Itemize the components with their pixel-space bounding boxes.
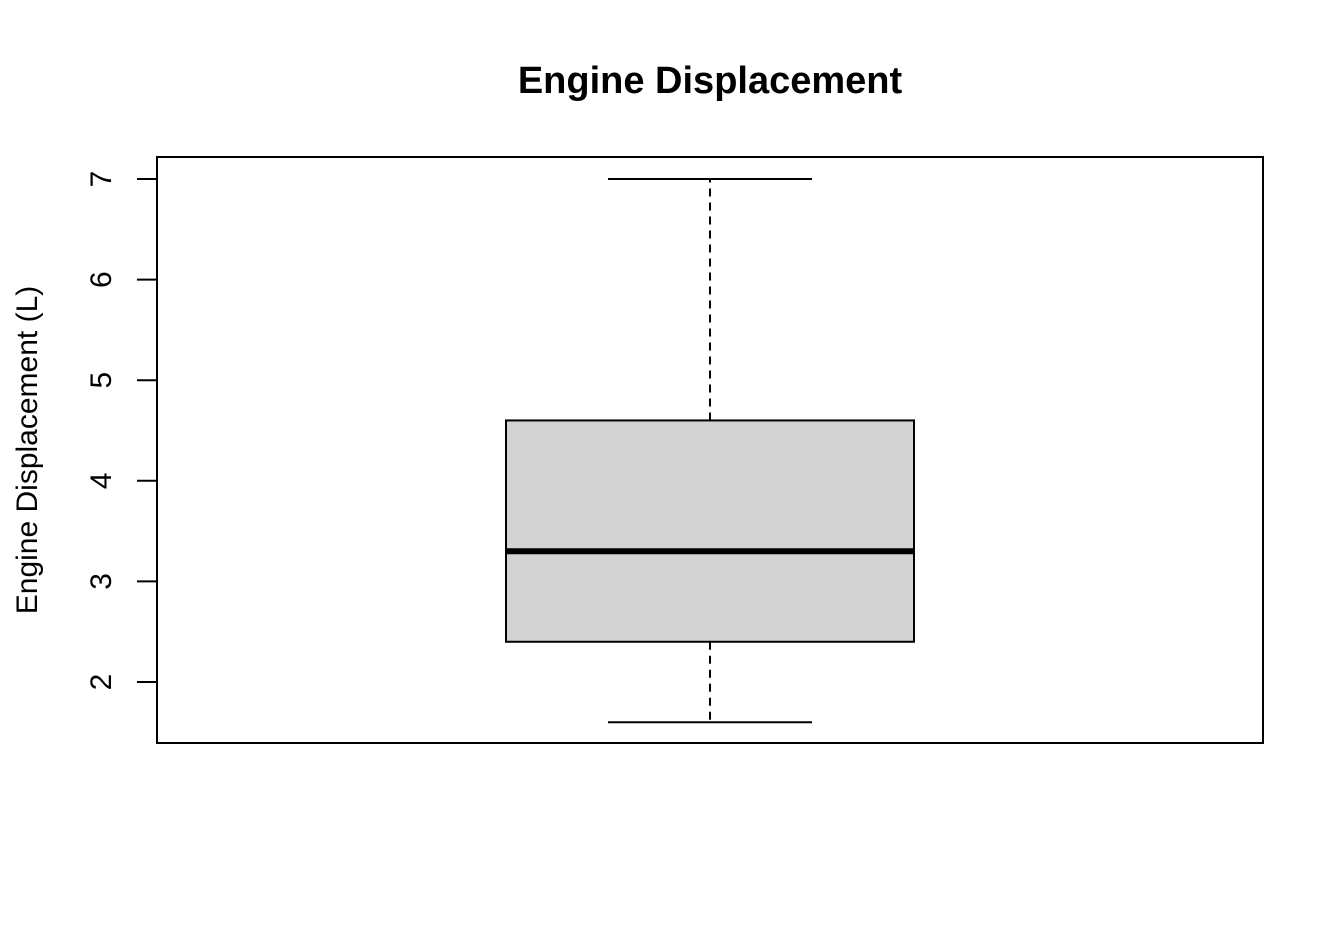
y-tick-label-3: 3 xyxy=(85,573,118,590)
y-tick-label-2: 2 xyxy=(85,674,118,691)
y-axis-label: Engine Displacement (L) xyxy=(11,286,44,615)
y-tick-label-4: 4 xyxy=(85,472,118,489)
plot-layer: 2 3 4 5 6 7 xyxy=(85,156,1264,744)
chart-title: Engine Displacement xyxy=(518,60,903,102)
y-tick-label-7: 7 xyxy=(85,171,118,188)
y-tick-label-6: 6 xyxy=(85,271,118,288)
y-tick-label-5: 5 xyxy=(85,372,118,389)
iqr-box xyxy=(505,419,915,643)
